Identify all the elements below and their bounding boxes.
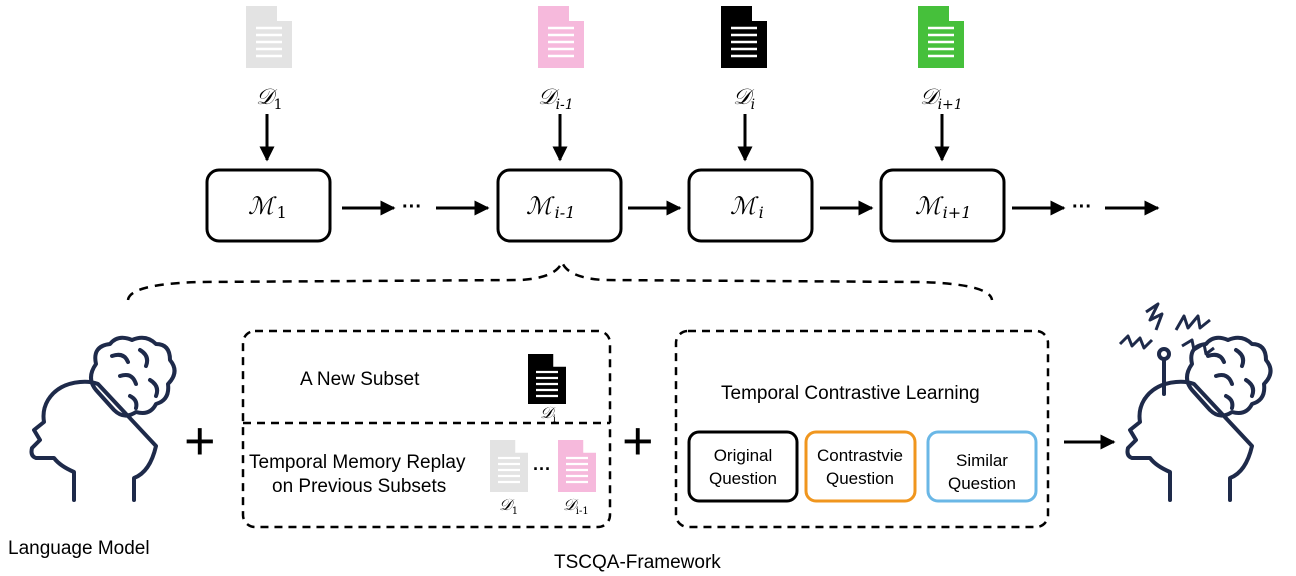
subset-box (241, 329, 612, 529)
ellipsis-1: ··· (402, 196, 422, 218)
similar-question-line2: Question (948, 474, 1016, 493)
new-subset-label: A New Subset (300, 369, 420, 390)
similar-question-box (926, 430, 1038, 503)
new-subset-document-icon (528, 352, 568, 404)
doc-label-d-i: 𝒟i (733, 85, 755, 113)
updated-model-head-icon (1125, 335, 1273, 502)
replay-document-icon-d-i-minus-1 (558, 438, 598, 492)
original-question-line1: Original (714, 446, 773, 465)
doc-label-d-i-minus-1: 𝒟i-1 (538, 85, 574, 113)
similar-question-line1: Similar (956, 451, 1008, 470)
model-box-m1 (205, 168, 332, 243)
replay-label-line2: on Previous Subsets (272, 476, 446, 497)
contrastive-learning-title: Temporal Contrastive Learning (721, 383, 980, 404)
contrastive-question-box (804, 430, 917, 503)
document-icon-d-i (721, 3, 770, 68)
document-icon-d-i-plus-1 (918, 3, 967, 68)
ellipsis-2: ··· (1072, 196, 1092, 218)
replay-document-icon-d1 (490, 438, 530, 492)
contrastive-learning-box (674, 329, 1050, 529)
language-model-head-icon (29, 335, 177, 502)
doc-label-d-i-plus-1: 𝒟i+1 (920, 85, 963, 113)
replay-ellipsis: ··· (533, 459, 551, 479)
model-box-m-i (687, 168, 814, 243)
plus-sign-1: + (184, 411, 216, 471)
model-box-m-i-minus-1 (496, 168, 623, 243)
model-box-m-i-plus-1 (879, 168, 1006, 243)
original-question-box (687, 430, 799, 503)
spark-icon (1118, 302, 1215, 356)
original-question-line2: Question (709, 469, 777, 488)
language-model-label: Language Model (8, 538, 150, 559)
document-icon-d1 (246, 3, 295, 68)
framework-label: TSCQA-Framework (554, 552, 721, 573)
document-icon-d-i-minus-1 (538, 3, 587, 68)
contrastive-question-line1: Contrastvie (817, 446, 903, 465)
contrastive-question-line2: Question (826, 469, 894, 488)
plus-sign-2: + (622, 411, 654, 471)
new-subset-doc-label: 𝒟i (540, 403, 556, 425)
doc-label-d1: 𝒟1 (256, 85, 282, 113)
replay-label-line1: Temporal Memory Replay (249, 452, 466, 473)
dashed-brace (126, 258, 994, 301)
replay-doc-label-d-i-minus-1: 𝒟i-1 (563, 495, 589, 517)
replay-doc-label-d1: 𝒟1 (499, 495, 518, 517)
